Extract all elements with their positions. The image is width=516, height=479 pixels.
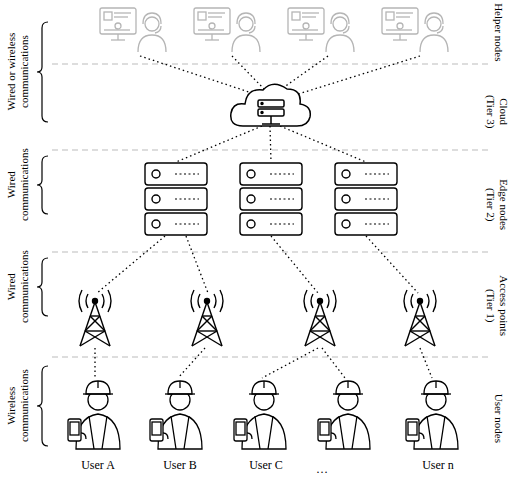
tier-label: Access points (Tier 1) [484, 269, 509, 343]
tier-label: Wired communications [5, 247, 30, 327]
tier-label: Edge nodes (Tier 2) [484, 173, 509, 237]
tier-label: Helper nodes [493, 0, 506, 77]
user-label: User n [422, 458, 454, 473]
tier-label: Wireless communications [5, 366, 30, 446]
tier-label: Wired communications [5, 145, 30, 225]
user-node: User B [163, 458, 197, 473]
tier-label: Wired or wireless communications [5, 26, 30, 118]
user-label: User A [81, 458, 115, 473]
curly-brace [37, 258, 48, 316]
ellipsis-label: … [316, 463, 328, 477]
user-label: User C [249, 458, 283, 473]
user-label: User B [163, 458, 197, 473]
curly-brace [37, 22, 48, 122]
tier-label: User nodes [493, 373, 506, 463]
user-node: User n [422, 458, 454, 473]
curly-brace [37, 156, 48, 214]
tier-label: Cloud (Tier 3) [484, 87, 509, 137]
curly-brace [37, 366, 48, 446]
user-node: User A [81, 458, 115, 473]
user-node: User C [249, 458, 283, 473]
